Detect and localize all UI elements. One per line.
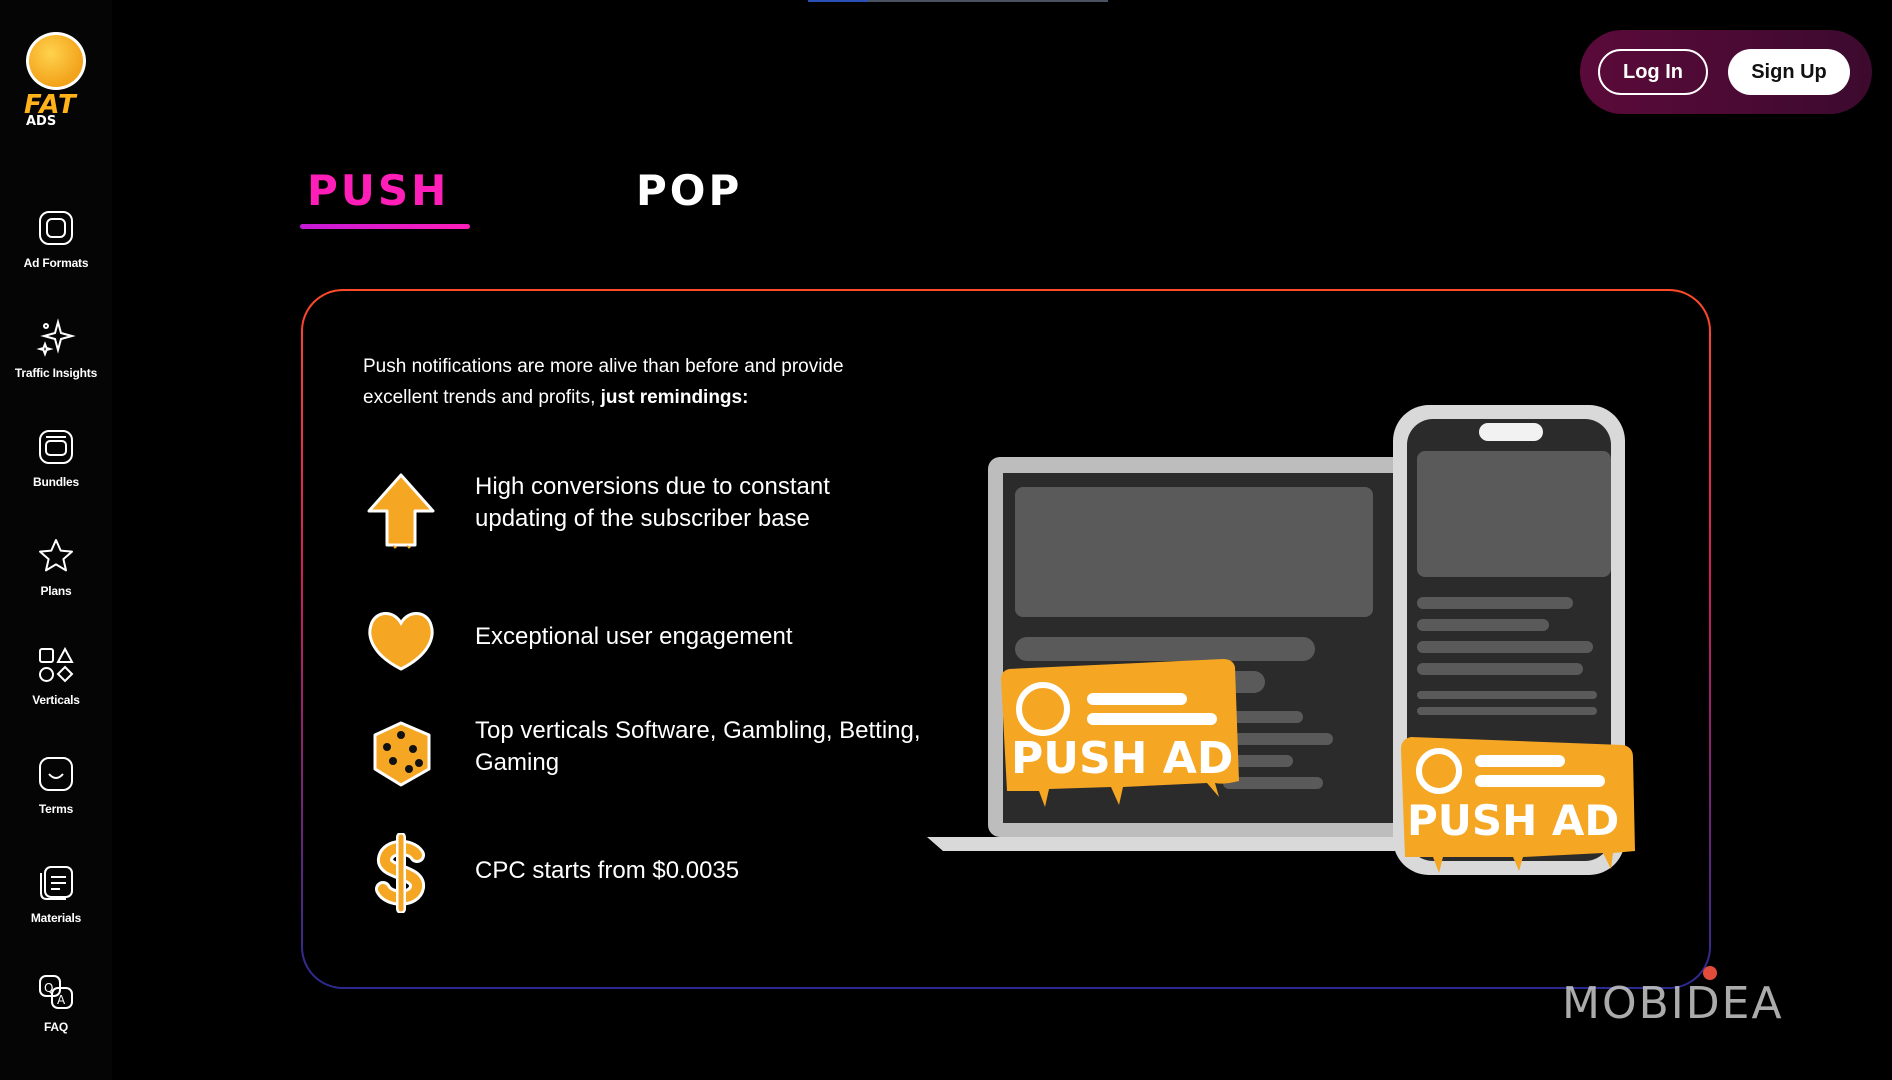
laptop-badge-text: PUSH AD (1011, 733, 1233, 784)
feature-text: Top verticals Software, Gambling, Bettin… (475, 717, 921, 776)
feature-text: CPC starts from $0.0035 (475, 857, 740, 884)
document-icon (40, 866, 73, 900)
shapes-icon (39, 646, 74, 683)
sidebar-item-materials[interactable]: Materials (0, 863, 112, 925)
auth-panel: Log In Sign Up (1580, 30, 1872, 114)
sidebar-item-label: FAQ (43, 1020, 69, 1034)
svg-text:Q: Q (44, 981, 53, 995)
signup-button[interactable]: Sign Up (1728, 49, 1850, 95)
mobidea-watermark: MOBIDEA (1562, 978, 1784, 1029)
logo-face-icon (26, 32, 86, 90)
sidebar: FAT ADS Ad Formats Traffic Insights Bund… (0, 0, 112, 1080)
feature-item: High conversions due to constant updatin… (363, 471, 923, 561)
sidebar-item-label: Plans (40, 584, 72, 598)
feature-text: Exceptional user engagement (475, 623, 793, 650)
sidebar-item-label: Materials (30, 911, 82, 925)
sidebar-item-traffic-insights[interactable]: Traffic Insights (0, 318, 112, 380)
tab-pop[interactable]: POP (636, 166, 743, 215)
sparkle-icon (36, 318, 76, 357)
feature-text: High conversions due to constant updatin… (475, 473, 830, 532)
feature-item: Exceptional user engagement (363, 599, 923, 689)
phone-badge-text: PUSH AD (1407, 796, 1619, 845)
logo-word: FAT (24, 90, 77, 120)
fatads-logo[interactable]: FAT ADS (22, 32, 92, 132)
login-button[interactable]: Log In (1598, 49, 1708, 95)
devices-illustration: PUSH AD PUSH AD (923, 401, 1653, 901)
sidebar-item-verticals[interactable]: Verticals (0, 645, 112, 707)
bundles-icon (39, 430, 73, 464)
intro-paragraph: Push notifications are more alive than b… (363, 351, 903, 413)
sidebar-item-plans[interactable]: Plans (0, 536, 112, 598)
star-icon (39, 539, 73, 572)
feature-item: CPC starts from $0.0035 (363, 833, 923, 923)
svg-text:A: A (57, 993, 66, 1007)
sidebar-item-ad-formats[interactable]: Ad Formats (0, 208, 112, 270)
sidebar-item-terms[interactable]: Terms (0, 754, 112, 816)
heart-icon (368, 612, 434, 671)
intro-text: Push notifications are more alive than b… (363, 356, 844, 408)
push-ad-badge-laptop: PUSH AD (1001, 659, 1239, 807)
tab-push[interactable]: PUSH (307, 166, 450, 215)
dice-icon (373, 721, 431, 787)
intro-bold: just remindings: (600, 387, 749, 408)
push-info-card: Push notifications are more alive than b… (301, 289, 1711, 989)
faq-icon: QA (39, 975, 73, 1009)
feature-item: Top verticals Software, Gambling, Bettin… (363, 715, 923, 805)
dollar-icon (375, 833, 425, 913)
push-ad-badge-phone: PUSH AD (1401, 737, 1635, 873)
sidebar-item-label: Verticals (32, 693, 80, 707)
page-progress-bar (808, 0, 1108, 2)
active-tab-indicator (300, 224, 470, 229)
logo-sub: ADS (26, 114, 57, 129)
ad-formats-icon (39, 211, 73, 245)
watermark-dot (1703, 966, 1717, 980)
sidebar-item-label: Traffic Insights (14, 366, 98, 380)
sidebar-item-label: Terms (38, 802, 74, 816)
arrow-up-icon (367, 473, 435, 549)
sidebar-item-bundles[interactable]: Bundles (0, 427, 112, 489)
sidebar-item-label: Bundles (33, 475, 79, 489)
smile-icon (39, 757, 73, 791)
laptop-phone-graphic: PUSH AD PUSH AD (927, 405, 1635, 875)
sidebar-item-label: Ad Formats (23, 256, 89, 270)
